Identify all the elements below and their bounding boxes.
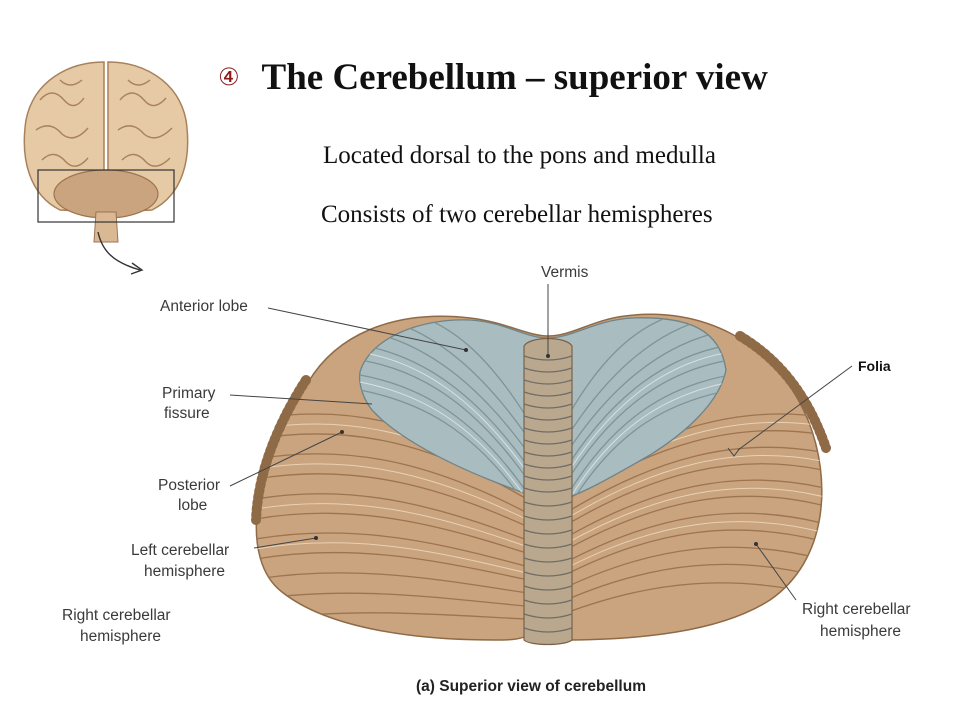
label-vermis: Vermis xyxy=(541,264,589,281)
leader-posterior-lobe-dot xyxy=(340,430,344,434)
leader-right-hemisphere xyxy=(755,543,797,601)
label-right-hemisphere-left-1: Right cerebellar xyxy=(62,607,171,624)
title-row: ④ The Cerebellum – superior view xyxy=(218,52,768,102)
label-left-hemisphere-2: hemisphere xyxy=(144,563,225,580)
brain-thumbnail xyxy=(23,61,189,275)
label-right-hemisphere-2: hemisphere xyxy=(820,623,901,640)
zoom-arrow-icon xyxy=(97,231,141,271)
leader-posterior-lobe xyxy=(229,431,343,487)
label-primary-fissure-2: fissure xyxy=(164,405,210,422)
leader-anterior-lobe xyxy=(267,307,467,351)
figure-caption: (a) Superior view of cerebellum xyxy=(416,678,646,695)
label-primary-fissure-1: Primary xyxy=(162,385,216,402)
label-left-hemisphere-1: Left cerebellar xyxy=(131,542,229,559)
leader-anterior-lobe-dot xyxy=(464,348,468,352)
brain-stem xyxy=(93,211,119,243)
leader-lines xyxy=(229,284,853,601)
leader-folia xyxy=(737,365,853,451)
brain-gyri xyxy=(35,79,173,167)
leader-right-hemisphere-dot xyxy=(754,542,758,546)
left-rim xyxy=(251,375,311,525)
page-title: The Cerebellum – superior view xyxy=(261,56,768,98)
right-rim xyxy=(735,331,831,453)
leader-left-hemisphere-dot xyxy=(314,536,318,540)
bullet-text-1: Located dorsal to the pons and medulla xyxy=(323,142,716,169)
label-anterior-lobe: Anterior lobe xyxy=(160,298,248,315)
diagram-labels: Vermis Anterior lobe Primary fissure Pos… xyxy=(62,264,911,695)
label-posterior-lobe-1: Posterior xyxy=(158,477,220,494)
folia-bracket xyxy=(727,447,741,457)
leader-primary-fissure xyxy=(229,394,373,405)
leader-left-hemisphere xyxy=(253,537,317,549)
label-right-hemisphere-left-2: hemisphere xyxy=(80,628,161,645)
label-folia: Folia xyxy=(858,358,891,374)
brain-cerebellum xyxy=(53,169,159,219)
leader-vermis-dot xyxy=(546,354,550,358)
bullet-text-2: Consists of two cerebellar hemispheres xyxy=(321,201,713,228)
zoom-box xyxy=(37,169,175,223)
title-bullet-icon: ④ xyxy=(218,63,240,91)
vermis-folia xyxy=(523,355,573,633)
label-right-hemisphere-1: Right cerebellar xyxy=(802,601,911,618)
cerebellum-drawing xyxy=(251,313,831,646)
label-posterior-lobe-2: lobe xyxy=(178,497,207,514)
